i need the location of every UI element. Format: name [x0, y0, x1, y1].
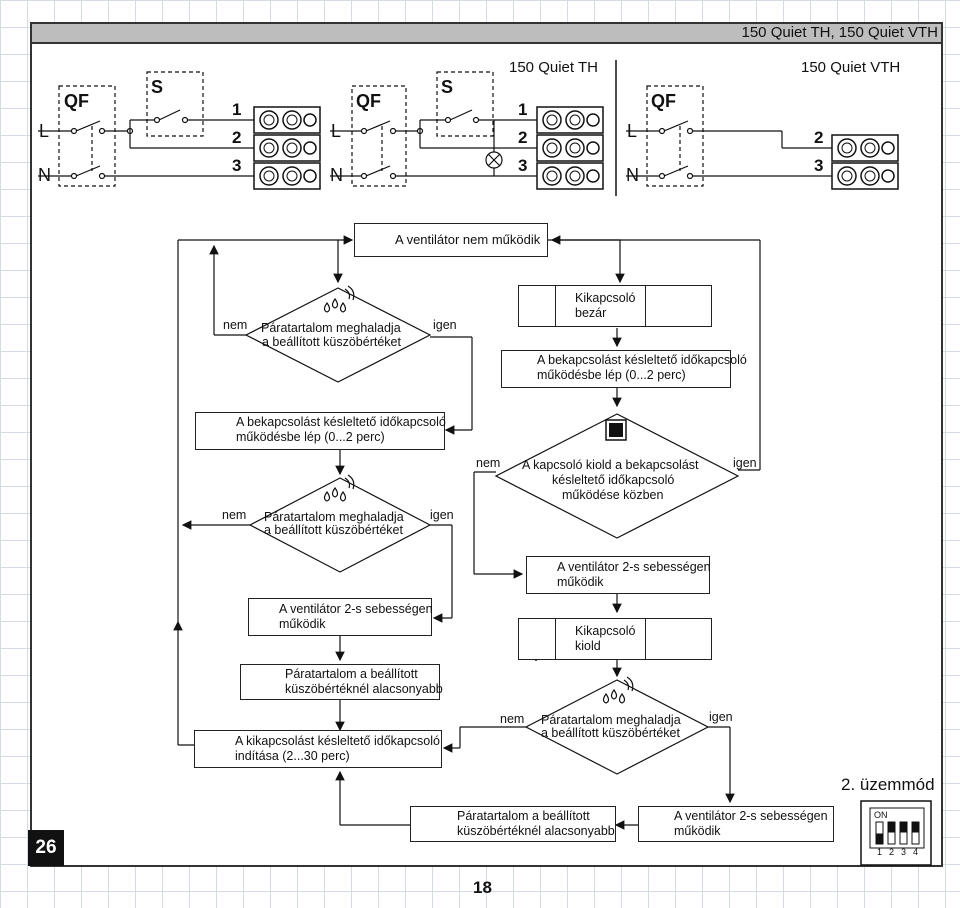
dip-switch-icon: [860, 800, 932, 866]
speed2-right-line-2: működik: [557, 575, 604, 589]
speed2-bottom-line-1: A ventilátor 2-s sebességen: [674, 809, 828, 823]
n-label: N: [626, 165, 639, 185]
wiring-diagram-1: [38, 71, 260, 187]
start-box: A ventilátor nem működik: [354, 223, 548, 257]
header-bar: [30, 22, 943, 44]
decision-2-line-1: Páratartalom meghaladja: [264, 510, 404, 524]
terminal-3-label: 3: [814, 156, 824, 175]
decision-2-no: nem: [222, 508, 247, 522]
l-label: L: [627, 121, 638, 141]
l-label: L: [331, 121, 342, 141]
speed2-right-line-1: A ventilátor 2-s sebességen: [557, 560, 711, 574]
qf-label: QF: [356, 91, 381, 111]
delay-off-line-2: indítása (2...30 perc): [235, 749, 350, 763]
dip-1-label: 1: [877, 847, 883, 857]
flowchart-lines: [173, 235, 761, 830]
dip-3-label: 3: [901, 847, 907, 857]
decision-3-line-3: működése közben: [562, 488, 664, 502]
mode-title: 2. üzemmód: [841, 775, 935, 794]
label-150-quiet-vth: 150 Quiet VTH: [801, 59, 901, 76]
dip-4-label: 4: [913, 847, 919, 857]
humidity-below-bottom-line-2: küszöbértéknél alacsonyabb: [457, 824, 615, 838]
dip-2-label: 2: [889, 847, 895, 857]
delay-on-right-line-2: működésbe lép (0...2 perc): [537, 368, 686, 382]
section-number: 26: [28, 830, 64, 866]
delay-on-right-line-1: A bekapcsolást késleltető időkapcsoló: [537, 353, 747, 367]
decision-1-line-1: Páratartalom meghaladja: [261, 321, 401, 335]
decision-2-yes: igen: [430, 508, 454, 522]
switch-on-box: Kikapcsoló bezár: [518, 285, 712, 327]
terminal-3-label: 3: [518, 156, 528, 175]
humidity-below-left-line-2: küszöbértéknél alacsonyabb: [285, 682, 443, 696]
wiring-diagram-2: [330, 71, 545, 187]
wiring-diagram-3: [626, 85, 840, 187]
terminal-2-label: 2: [814, 128, 824, 147]
decision-2-line-2: a beállított küszöbértéket: [264, 523, 403, 537]
delay-on-left-line-1: A bekapcsolást késleltető időkapcsoló: [236, 415, 446, 429]
switch-off-line-2: kiold: [575, 639, 601, 653]
delay-on-box-left: A bekapcsolást késleltető időkapcsoló mű…: [195, 412, 446, 450]
delay-off-line-1: A kikapcsolást késleltető időkapcsoló: [235, 734, 440, 748]
switch-off-box: Kikapcsoló kiold: [518, 618, 712, 660]
decision-4-line-1: Páratartalom meghaladja: [541, 713, 681, 727]
decision-3-line-2: késleltető időkapcsoló: [552, 473, 675, 487]
qf-label: QF: [651, 91, 676, 111]
terminal-1-label: 1: [232, 100, 242, 119]
decision-4-no: nem: [500, 712, 525, 726]
dip-on-label: ON: [874, 810, 888, 820]
speed2-left-line-2: működik: [279, 617, 326, 631]
terminal-2-label: 2: [232, 128, 242, 147]
decision-1-line-2: a beállított küszöbértéket: [262, 335, 401, 349]
humidity-below-left-line-1: Páratartalom a beállított: [285, 667, 418, 681]
decision-4-line-2: a beállított küszöbértéket: [541, 726, 680, 740]
n-label: N: [38, 165, 51, 185]
decision-3-no: nem: [476, 456, 501, 470]
switch-off-line-1: Kikapcsoló: [575, 624, 636, 638]
header-title: 150 Quiet TH, 150 Quiet VTH: [741, 24, 939, 41]
s-label: S: [151, 77, 164, 97]
qf-label: QF: [64, 91, 89, 111]
delay-on-left-line-2: működésbe lép (0...2 perc): [236, 430, 385, 444]
label-150-quiet-th: 150 Quiet TH: [509, 59, 598, 76]
s-label: S: [441, 77, 454, 97]
speed2-left-line-1: A ventilátor 2-s sebességen: [279, 602, 433, 616]
terminal-2-label: 2: [518, 128, 528, 147]
switch-on-line-1: Kikapcsoló: [575, 291, 636, 305]
speed2-box-right: A ventilátor 2-s sebességen működik: [526, 556, 711, 594]
decision-3-line-1: A kapcsoló kiold a bekapcsolást: [522, 458, 699, 472]
delay-off-box: A kikapcsolást késleltető időkapcsoló in…: [194, 730, 442, 768]
decision-4-yes: igen: [709, 710, 733, 724]
n-label: N: [330, 165, 343, 185]
humidity-below-box-bottom: Páratartalom a beállított küszöbértéknél…: [410, 806, 616, 842]
page-number: 18: [473, 878, 492, 897]
start-text: A ventilátor nem működik: [395, 232, 541, 247]
decision-1-yes: igen: [433, 318, 457, 332]
switch-icon: [605, 419, 627, 441]
decision-3-yes: igen: [733, 456, 757, 470]
humidity-below-bottom-line-1: Páratartalom a beállított: [457, 809, 590, 823]
speed2-box-bottom: A ventilátor 2-s sebességen működik: [638, 806, 834, 842]
speed2-bottom-line-2: működik: [674, 824, 721, 838]
humidity-below-box-left: Páratartalom a beállított küszöbértéknél…: [240, 664, 443, 700]
speed2-box-left: A ventilátor 2-s sebességen működik: [248, 598, 433, 636]
delay-on-box-right: A bekapcsolást késleltető időkapcsoló mű…: [501, 350, 747, 388]
terminal-3-label: 3: [232, 156, 242, 175]
switch-on-line-2: bezár: [575, 306, 607, 320]
decision-1-no: nem: [223, 318, 248, 332]
l-label: L: [39, 121, 50, 141]
terminal-1-label: 1: [518, 100, 528, 119]
